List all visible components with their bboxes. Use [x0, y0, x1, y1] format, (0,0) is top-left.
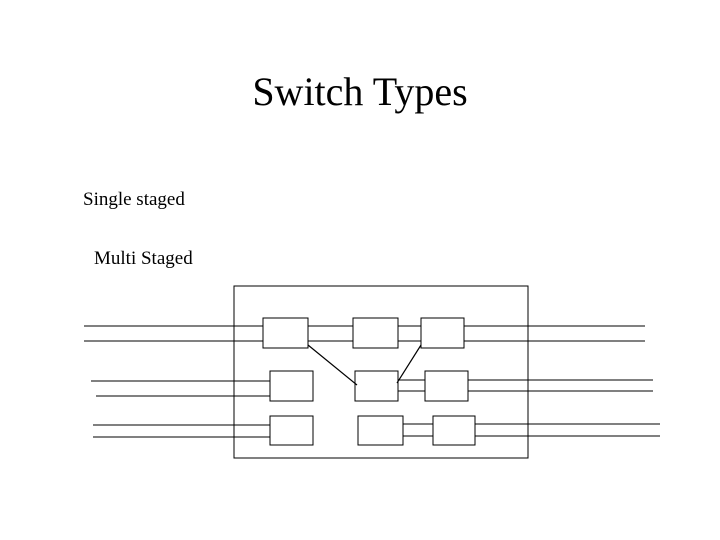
stage3-box1 [420, 317, 465, 349]
stage-2 [352, 317, 404, 446]
stage3-box3 [432, 415, 476, 446]
internal-wire-group [308, 325, 421, 342]
stage2-box3 [357, 415, 404, 446]
stage1-box2 [269, 370, 314, 402]
bullet-multi-staged: Multi Staged [94, 248, 193, 269]
stage1-box1 [262, 317, 309, 349]
bullet-single-staged: Single staged [83, 189, 185, 210]
stage-1 [262, 317, 314, 446]
stage3-stub-wire-group [475, 423, 495, 437]
switch-node-group [262, 317, 476, 446]
cross-link-up [396, 344, 422, 384]
stage2-box1 [352, 317, 399, 349]
stage3-box2 [424, 370, 469, 402]
cross-link-group [307, 344, 422, 386]
stage2-box2 [354, 370, 399, 402]
outer-frame-group [233, 285, 529, 459]
page-title: Switch Types [252, 69, 468, 114]
cross-link-down [307, 344, 358, 386]
stage1-box3 [269, 415, 314, 446]
outer-frame [233, 285, 529, 459]
stage-3 [420, 317, 476, 446]
